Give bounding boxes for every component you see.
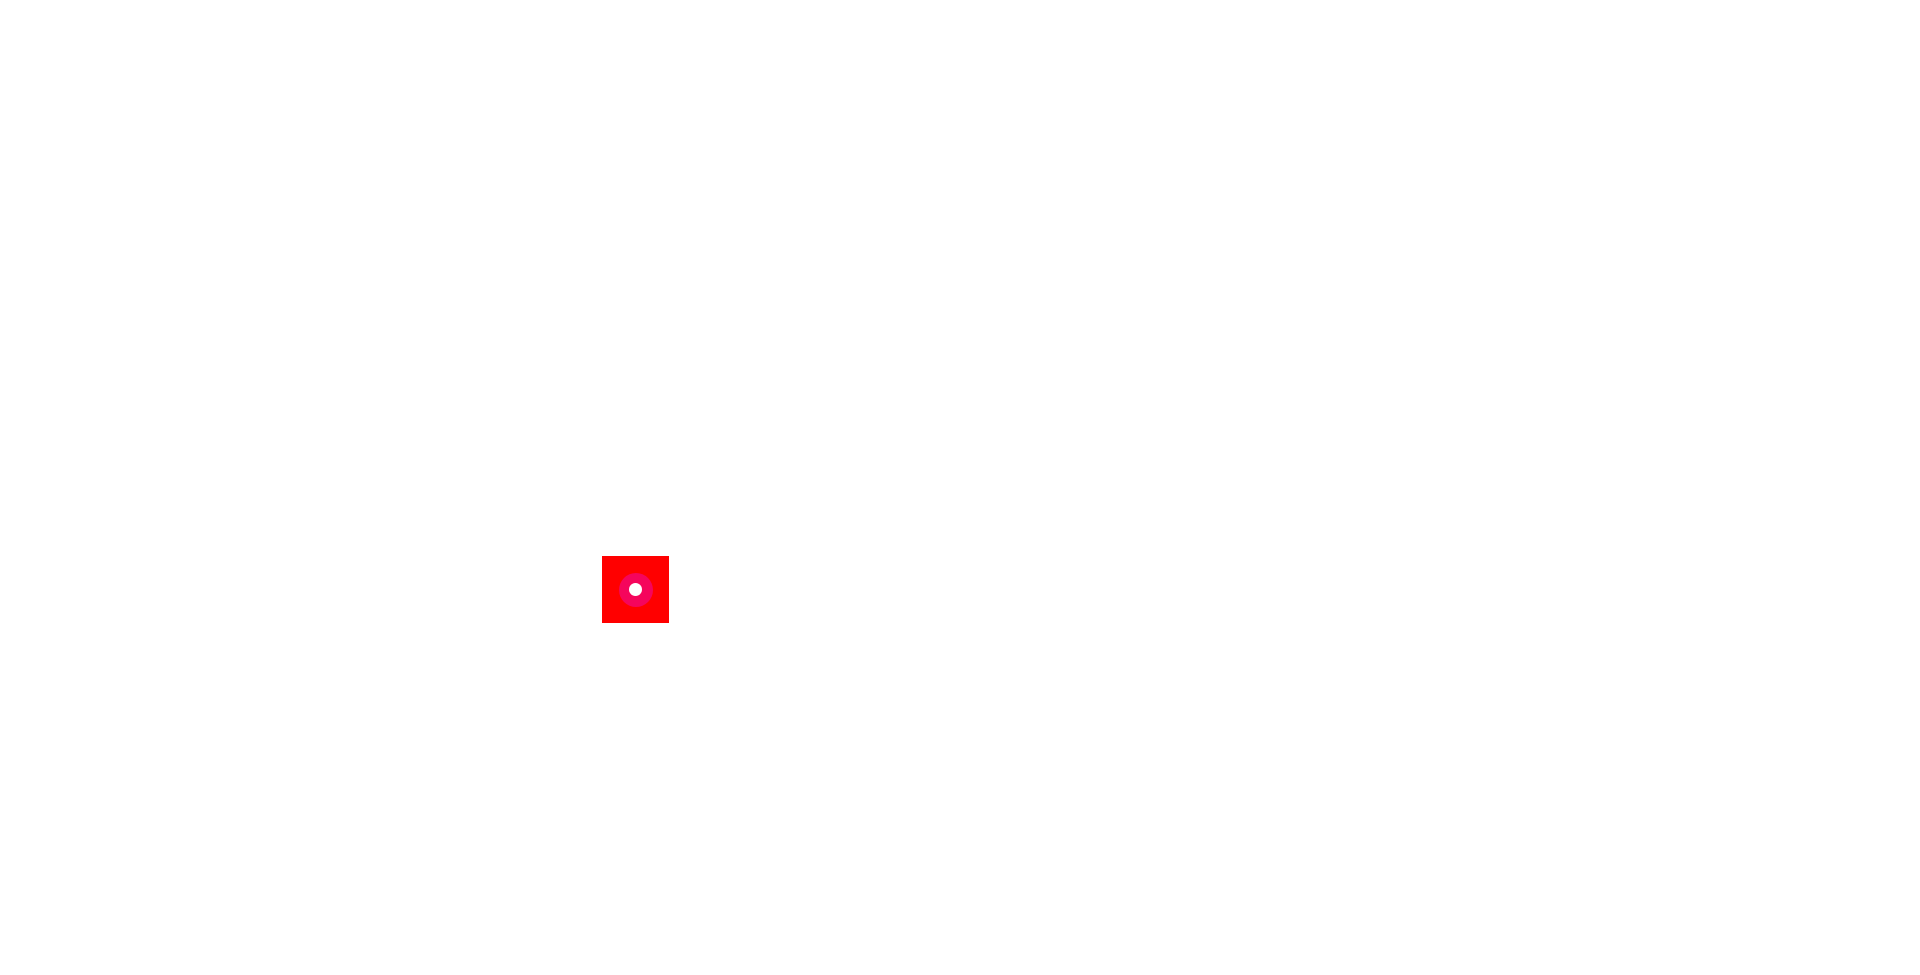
marker-ring (618, 572, 653, 607)
target-marker[interactable] (602, 556, 669, 623)
marker-center-dot (629, 583, 642, 596)
